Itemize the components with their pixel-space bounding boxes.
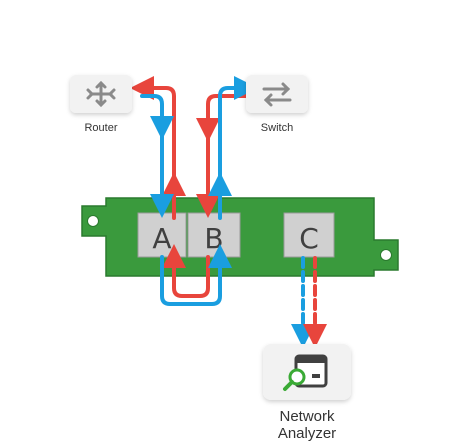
- network-analyzer-icon: [283, 354, 328, 391]
- traffic-flows: [130, 76, 327, 348]
- flow-red-loop-b-to-a: [172, 255, 210, 298]
- flow-red-switch-to-b: [206, 94, 248, 208]
- flow-blue-loop-a-to-b: [160, 255, 222, 306]
- switch-box: [246, 75, 308, 113]
- port-a[interactable]: A: [137, 212, 187, 258]
- flow-blue-router-to-a: [140, 94, 164, 202]
- port-b[interactable]: B: [187, 212, 241, 258]
- mounting-hole-right: [380, 249, 392, 261]
- port-b-label: B: [204, 222, 223, 255]
- network-analyzer-device[interactable]: Network Analyzer: [263, 344, 351, 442]
- port-c[interactable]: C: [283, 212, 335, 258]
- router-label: Router: [84, 122, 117, 134]
- mounting-hole-left: [87, 215, 99, 227]
- switch-icon: [262, 82, 292, 107]
- analyzer-label-line1: Network: [279, 408, 335, 425]
- port-a-label: A: [152, 222, 171, 255]
- port-c-label: C: [299, 222, 319, 255]
- flow-blue-b-to-switch: [218, 76, 258, 220]
- router-device[interactable]: Router: [70, 75, 132, 134]
- router-icon: [86, 80, 116, 108]
- flow-red-a-to-router: [130, 76, 176, 220]
- switch-device[interactable]: Switch: [246, 75, 308, 134]
- switch-label: Switch: [261, 122, 293, 134]
- analyzer-label-line2: Analyzer: [278, 425, 336, 442]
